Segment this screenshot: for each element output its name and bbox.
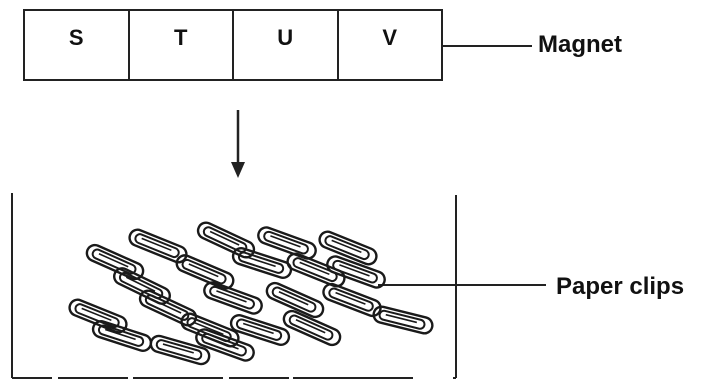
magnet-segment-s: S <box>25 11 130 79</box>
magnet-segment-v: V <box>382 25 398 50</box>
magnet-segment-t: T <box>130 11 234 79</box>
paper-clip-pile <box>65 218 436 368</box>
arrow-head <box>231 162 245 178</box>
magnet-segment-u: U <box>234 11 339 79</box>
magnet-bar: S T U V <box>23 9 443 81</box>
paper-clips-label: Paper clips <box>556 273 685 300</box>
magnet-label: Magnet <box>538 31 622 58</box>
